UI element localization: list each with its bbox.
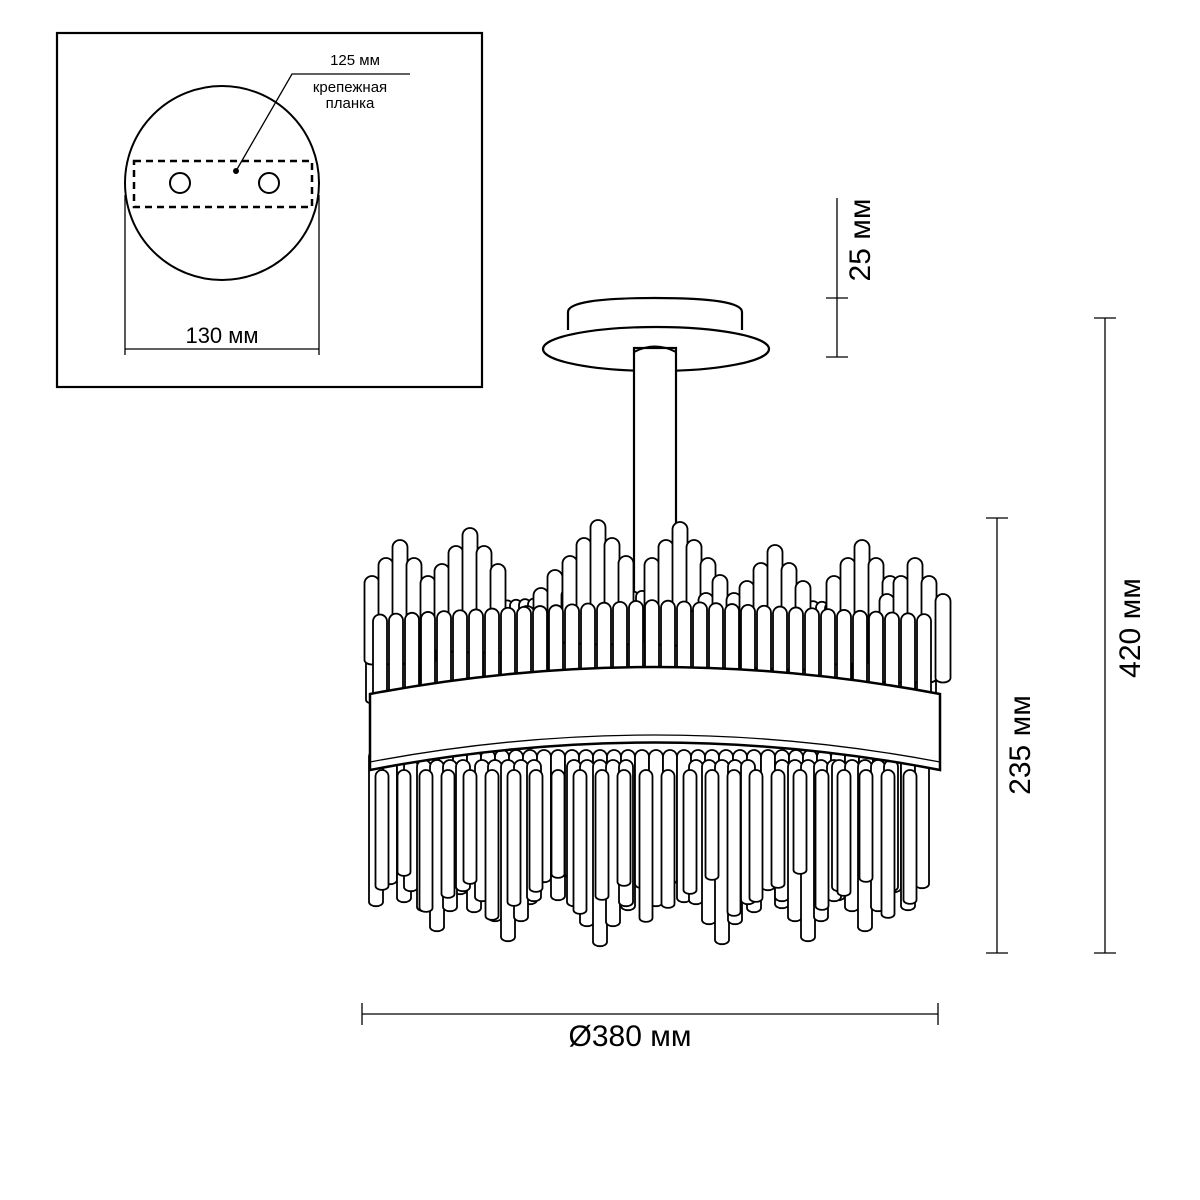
crystal-pendant [404, 611, 420, 698]
crystal-pendant [528, 769, 544, 893]
bracket-length-label: 125 мм [330, 52, 380, 69]
crystal-pendant [858, 769, 874, 883]
crystal-pendants-lower [368, 749, 930, 948]
diameter-label: Ø380 мм [569, 1020, 692, 1053]
shade-ring-lower-edge [369, 734, 941, 763]
bracket-name-line2: планка [326, 95, 375, 112]
crystal-pendant [836, 769, 852, 897]
bracket-name-line1: крепежная [313, 79, 387, 96]
crystal-pendant [374, 769, 390, 891]
crystal-pendant [396, 769, 412, 877]
shade-height-label: 235 мм [1004, 695, 1037, 795]
crystal-pendant [814, 769, 830, 911]
crystal-pendant [638, 769, 654, 923]
crystal-pendant [902, 769, 918, 905]
crystal-pendant [660, 769, 676, 909]
canopy-top-plate [566, 296, 744, 330]
screw-hole-left [169, 172, 191, 194]
crystal-pendant [418, 769, 434, 913]
crystal-pendant [572, 769, 588, 915]
shade-height-dimension: 235 мм [986, 517, 1037, 954]
crystal-pendant [550, 769, 566, 879]
crystal-pendant [372, 613, 388, 700]
crystal-pendant [748, 769, 764, 903]
shade-ring-band [368, 665, 942, 772]
total-height-dimension: 420 мм [1094, 317, 1147, 954]
total-height-label: 420 мм [1114, 578, 1147, 678]
crystal-pendant [704, 769, 720, 881]
crystal-pendant [388, 612, 404, 699]
crystal-pendant [770, 769, 786, 889]
plate-width-label: 130 мм [185, 323, 258, 348]
mounting-plate-inset: 125 мм крепежная планка 130 мм [55, 31, 484, 389]
crystal-pendant [792, 769, 808, 875]
crystal-pendant [682, 769, 698, 895]
crystal-pendant [594, 769, 610, 901]
bracket-leader-line [235, 73, 410, 172]
crystal-pendant [880, 769, 896, 919]
canopy-height-dimension: 25 мм [826, 198, 877, 358]
mounting-plate-circle [124, 85, 320, 281]
stem-top-cap [633, 345, 677, 353]
crystal-pendant [616, 769, 632, 887]
screw-hole-right [258, 172, 280, 194]
crystal-shade [363, 519, 952, 948]
crystal-pendant [506, 769, 522, 907]
crystal-pendant [484, 769, 500, 921]
crystal-pendant [934, 593, 952, 684]
crystal-pendant [440, 769, 456, 899]
inset-frame [55, 31, 484, 389]
diameter-dimension: Ø380 мм [361, 1003, 939, 1053]
crystal-pendant [916, 613, 932, 700]
crystal-pendants-upper [363, 519, 952, 701]
canopy-height-label: 25 мм [844, 199, 877, 282]
crystal-pendant [900, 612, 916, 699]
crystal-pendant [726, 769, 742, 917]
mounting-bracket-outline [132, 159, 314, 209]
crystal-pendant [462, 769, 478, 885]
